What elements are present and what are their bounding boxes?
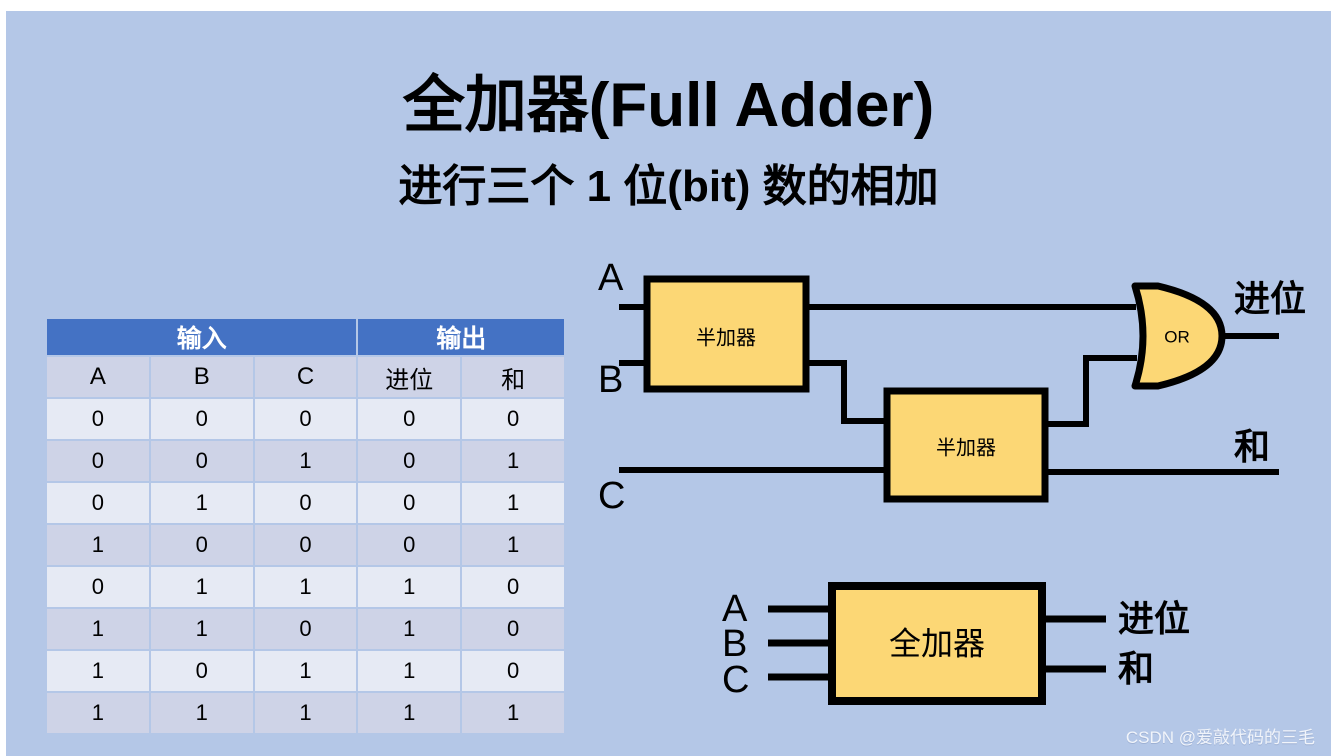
table-cell: 1: [47, 609, 149, 649]
table-cell: 0: [462, 651, 564, 691]
table-cell: 0: [358, 441, 461, 481]
table-cell: 0: [358, 399, 461, 439]
half-adder-2-box: [883, 387, 1049, 503]
table-column-header: A: [47, 357, 149, 397]
table-column-header: B: [150, 357, 253, 397]
table-cell: 1: [462, 441, 564, 481]
full-adder-block-label: 全加器: [889, 625, 985, 661]
table-group-header-inputs: 输入: [47, 319, 357, 355]
block-input-label-c: C: [722, 659, 749, 701]
table-group-header-row: 输入 输出: [47, 319, 564, 355]
table-cell: 1: [150, 693, 253, 733]
table-cell: 1: [358, 567, 461, 607]
table-cell: 0: [150, 651, 253, 691]
watermark: CSDN @爱敲代码的三毛: [1125, 728, 1315, 747]
table-cell: 0: [47, 399, 149, 439]
block-output-label-carry: 进位: [1118, 598, 1190, 639]
table-column-header: 进位: [358, 357, 461, 397]
table-cell: 1: [254, 651, 357, 691]
table-cell: 1: [47, 651, 149, 691]
table-cell: 0: [47, 567, 149, 607]
page-title: 全加器(Full Adder): [402, 71, 935, 140]
block-output-label-sum: 和: [1118, 648, 1154, 689]
table-cell: 1: [462, 693, 564, 733]
table-cell: 0: [150, 399, 253, 439]
table-cell: 1: [358, 609, 461, 649]
table-cell: 0: [150, 441, 253, 481]
table-cell: 1: [254, 693, 357, 733]
table-cell: 1: [462, 483, 564, 523]
full-adder-block-box: [828, 582, 1046, 705]
block-input-label-b: B: [722, 623, 747, 665]
full-adder-circuit-diagram: A B C 半加器 半加器 OR 进位 和: [598, 257, 1306, 705]
table-cell: 0: [254, 525, 357, 565]
circuit-output-label-carry: 进位: [1234, 278, 1306, 319]
circuit-output-label-sum: 和: [1234, 426, 1270, 467]
table-group-header-outputs: 输出: [358, 319, 564, 355]
table-cell: 1: [358, 693, 461, 733]
block-input-label-a: A: [722, 588, 748, 630]
table-cell: 1: [47, 525, 149, 565]
table-cell: 1: [150, 609, 253, 649]
table-cell: 0: [254, 483, 357, 523]
circuit-input-label-a: A: [598, 257, 624, 299]
half-adder-1-box: [643, 275, 810, 393]
table-cell: 0: [47, 441, 149, 481]
table-cell: 1: [254, 567, 357, 607]
table-cell: 0: [462, 399, 564, 439]
table-cell: 0: [358, 525, 461, 565]
table-cell: 0: [462, 567, 564, 607]
table-cell: 1: [254, 441, 357, 481]
half-adder-2-label: 半加器: [936, 436, 996, 459]
table-cell: 0: [150, 525, 253, 565]
table-cell: 0: [47, 483, 149, 523]
or-gate-shape: [1131, 282, 1226, 390]
table-cell: 1: [358, 651, 461, 691]
or-gate-label: OR: [1164, 327, 1190, 346]
circuit-input-label-c: C: [598, 475, 625, 517]
table-cell: 1: [150, 567, 253, 607]
slide-canvas: 全加器(Full Adder) 进行三个 1 位(bit) 数的相加 输入 输出…: [6, 11, 1331, 756]
half-adder-1-label: 半加器: [696, 326, 756, 349]
table-column-header: C: [254, 357, 357, 397]
table-cell: 1: [47, 693, 149, 733]
table-column-header: 和: [462, 357, 564, 397]
table-cell: 0: [358, 483, 461, 523]
table-cell: 1: [462, 525, 564, 565]
table-cell: 1: [150, 483, 253, 523]
table-cell: 0: [254, 399, 357, 439]
table-cell: 0: [462, 609, 564, 649]
page-subtitle: 进行三个 1 位(bit) 数的相加: [398, 162, 939, 211]
table-cell: 0: [254, 609, 357, 649]
